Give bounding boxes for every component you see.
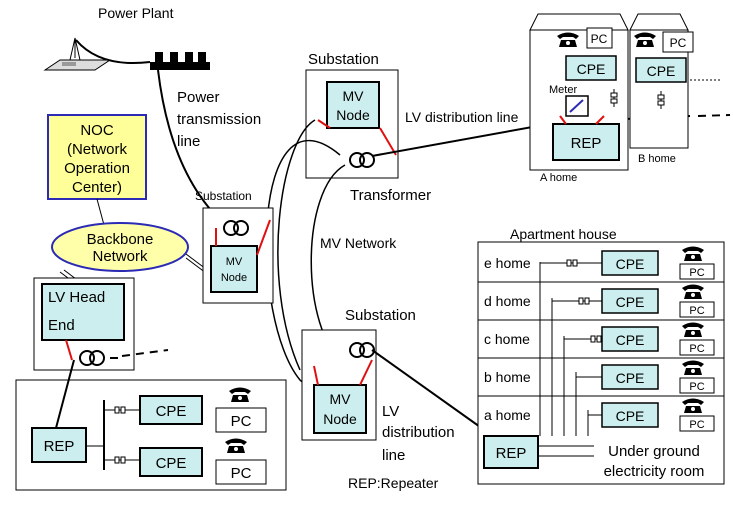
bottom-left-rep [31,427,87,463]
apartment-title: Apartment house [510,226,617,242]
b-home-pc-label: PC [670,36,687,50]
apartment-pc-label: PC [689,381,704,393]
apartment-cpe-label: CPE [616,370,645,386]
apartment-pc-label: PC [689,305,704,317]
noc-label-1: NOC [80,122,114,139]
bottom-left-pc-2 [215,459,267,485]
bottom-left-rep-label: REP [44,438,75,455]
a-home-pc-label: PC [591,32,608,46]
apartment-row-label: d home [484,293,531,309]
mv-node-mid-label-1: MV [226,256,243,268]
apartment-cpe [601,250,659,276]
mv-node-top [326,81,380,129]
bottom-left-cpe-1-label: CPE [156,403,187,420]
bottom-left-pc-1 [215,407,267,433]
apartment-rep [483,435,539,469]
mv-node-mid [210,245,258,293]
bottom-left-pc-2-label: PC [231,465,252,482]
apartment-pc [679,339,715,356]
apartment-cpe [601,288,659,314]
mv-node-bottom [313,384,367,434]
apartment-pc [679,263,715,280]
transformer-label: Transformer [350,187,431,204]
apartment-room-label-2: electricity room [604,463,705,480]
bottom-left-pc-1-label: PC [231,413,252,430]
mv-node-bottom-label-2: Node [323,411,357,427]
apartment-pc [679,377,715,394]
noc-box [47,114,147,200]
rep-legend: REP:Repeater [348,475,439,491]
mv-node-top-label-1: MV [343,88,365,104]
b-home-cpe-label: CPE [647,63,676,79]
bottom-left-cpe-2-label: CPE [156,455,187,472]
lv-distribution-label-2: distribution [382,424,455,441]
apartment-pc [679,301,715,318]
apartment-pc-label: PC [689,343,704,355]
substation-top-title: Substation [308,51,379,68]
substation-mid-title: Substation [195,189,252,203]
power-transmission-line-label-3: line [177,133,200,150]
apartment-pc [679,415,715,432]
lv-head-label-1: LV Head [48,289,105,306]
backbone-label-1: Backbone [87,231,154,248]
apartment-row-label: b home [484,369,531,385]
apartment-room-label-1: Under ground [608,443,700,460]
a-home-rep-label: REP [571,135,602,152]
power-plant-icon [43,37,210,71]
meter-label: Meter [549,84,577,96]
apartment-pc-label: PC [689,419,704,431]
power-transmission-line-label-2: transmission [177,111,261,128]
mv-network-label: MV Network [320,235,397,251]
noc-label-3: Operation [64,160,130,177]
bottom-left-cpe-1 [139,395,203,425]
a-home: PC CPE Meter REP A home [529,13,629,184]
apartment-cpe [601,326,659,352]
apartment-cpe-label: CPE [616,332,645,348]
bottom-left-cpe-2 [139,447,203,477]
apartment-cpe-label: CPE [616,294,645,310]
apartment-row-label: a home [484,407,531,423]
apartment-pc-label: PC [689,267,704,279]
substation-bottom-title: Substation [345,307,416,324]
mv-node-mid-label-2: Node [221,272,247,284]
apartment-cpe-label: CPE [616,408,645,424]
apartment-cpe-label: CPE [616,256,645,272]
b-home: PC CPE B home [629,13,720,165]
power-plant-label: Power Plant [98,5,174,21]
a-home-rep [552,123,620,161]
lv-distribution-label-3: line [382,447,405,464]
power-transmission-line-label-1: Power [177,89,220,106]
apartment-row-label: e home [484,255,531,271]
lv-head-label-2: End [48,317,75,334]
a-home-cpe-label: CPE [577,61,606,77]
noc-label-4: Center) [72,179,122,196]
lv-distribution-line-label: LV distribution line [405,109,519,125]
apartment-cpe [601,364,659,390]
backbone-network [51,222,189,272]
b-home-label: B home [638,153,676,165]
a-home-label: A home [540,172,577,184]
apartment-row-label: c home [484,331,530,347]
apartment-rep-label: REP [496,445,527,462]
apartment-cpe [601,402,659,428]
mv-node-top-label-2: Node [336,107,370,123]
mv-node-bottom-label-1: MV [330,391,352,407]
lv-head-end [41,283,125,341]
lv-distribution-label-1: LV [382,403,399,420]
backbone-label-2: Network [92,248,148,265]
noc-label-2: (Network [67,141,128,158]
